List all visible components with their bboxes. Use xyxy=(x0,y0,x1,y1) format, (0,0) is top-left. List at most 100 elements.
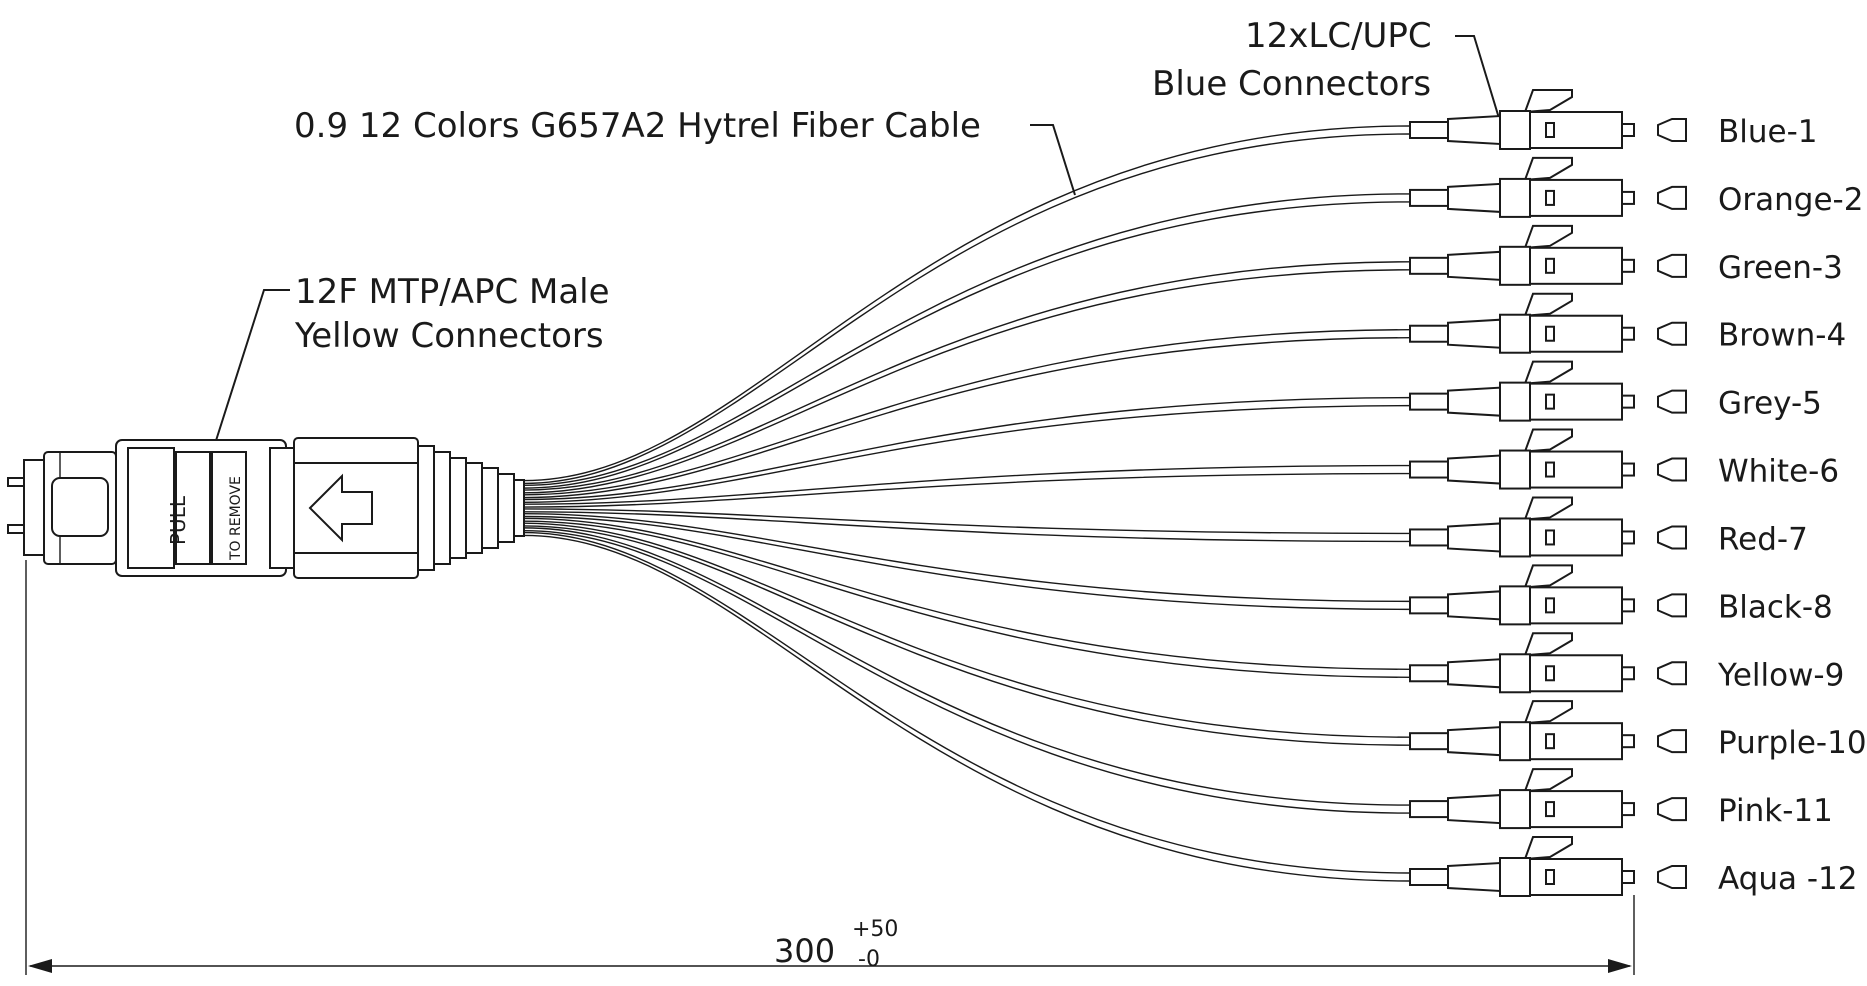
lc-connector-12 xyxy=(1409,836,1687,897)
lc-boot-taper-4 xyxy=(1447,318,1501,349)
lc-housing-7 xyxy=(1529,518,1623,557)
lc-collar-3 xyxy=(1499,245,1531,286)
fiber-cable-3-edge-1 xyxy=(523,261,1411,491)
fiber-cable-5-edge-1 xyxy=(523,396,1411,501)
lc-connector-5 xyxy=(1409,360,1687,422)
lc-boot-taper-11 xyxy=(1447,794,1501,825)
lc-boot-10 xyxy=(1409,732,1449,751)
lc-housing-11 xyxy=(1529,790,1623,829)
lc-boot-taper-1 xyxy=(1447,114,1501,146)
lc-window-5 xyxy=(1545,393,1555,410)
lc-dust-cap-icon-9 xyxy=(1657,661,1687,686)
dimension-tol-plus: +50 xyxy=(852,917,898,942)
lc-dust-cap-icon-6 xyxy=(1657,457,1687,482)
lc-ferrule-5 xyxy=(1621,394,1635,409)
lc-collar-10 xyxy=(1499,721,1531,762)
fiber-label-10: Purple-10 xyxy=(1718,725,1867,761)
lc-dust-cap-icon-7 xyxy=(1657,525,1687,550)
lc-boot-taper-12 xyxy=(1447,861,1501,893)
lc-collar-6 xyxy=(1499,449,1531,490)
lc-housing-3 xyxy=(1529,246,1623,285)
lc-boot-taper-6 xyxy=(1447,454,1501,485)
fiber-cable-10-edge-2 xyxy=(523,525,1411,746)
lc-window-6 xyxy=(1545,461,1555,478)
lc-window-4 xyxy=(1545,325,1555,342)
cable-label-leader xyxy=(1030,124,1076,196)
lc-dust-cap-icon-5 xyxy=(1657,389,1687,414)
lc-latch-7 xyxy=(1523,496,1573,521)
lc-window-9 xyxy=(1545,665,1555,682)
lc-collar-12 xyxy=(1499,857,1531,897)
lc-latch-4 xyxy=(1523,292,1573,317)
lc-dust-cap-icon-8 xyxy=(1657,593,1687,618)
lc-dust-cap-icon-4 xyxy=(1657,321,1687,346)
lc-ferrule-8 xyxy=(1621,598,1635,613)
fiber-cable-11-edge-1 xyxy=(523,527,1411,806)
lc-housing-10 xyxy=(1529,722,1623,761)
lc-connector-11 xyxy=(1409,768,1687,830)
fiber-label-7: Red-7 xyxy=(1718,521,1808,557)
fiber-cable-12-edge-1 xyxy=(523,531,1411,874)
fiber-bundle xyxy=(523,125,1411,882)
lc-boot-2 xyxy=(1409,188,1449,207)
lc-housing-5 xyxy=(1529,382,1623,421)
lc-collar-7 xyxy=(1499,517,1531,558)
lc-connector-7 xyxy=(1409,496,1687,558)
lc-boot-7 xyxy=(1409,528,1449,547)
lc-connector-1 xyxy=(1409,89,1687,150)
lc-latch-12 xyxy=(1523,836,1573,861)
lc-connector-2 xyxy=(1409,156,1687,218)
lc-housing-9 xyxy=(1529,654,1623,693)
fiber-label-4: Brown-4 xyxy=(1718,318,1846,354)
fiber-label-11: Pink-11 xyxy=(1718,793,1833,829)
cable-label: 0.9 12 Colors G657A2 Hytrel Fiber Cable xyxy=(294,106,981,146)
lc-ferrule-7 xyxy=(1621,530,1635,545)
fiber-cable-3-edge-2 xyxy=(523,269,1411,494)
lc-connector-9 xyxy=(1409,632,1687,694)
lc-dust-cap-icon-11 xyxy=(1657,797,1687,822)
fiber-cable-8-edge-1 xyxy=(523,512,1411,603)
fiber-cable-11-edge-2 xyxy=(523,529,1411,814)
lc-boot-9 xyxy=(1409,664,1449,683)
lc-housing-6 xyxy=(1529,450,1623,489)
dimension-value: 300 xyxy=(774,932,835,970)
lc-boot-8 xyxy=(1409,596,1449,615)
lc-boot-1 xyxy=(1409,121,1449,139)
lc-housing-4 xyxy=(1529,314,1623,353)
lc-collar-5 xyxy=(1499,381,1531,422)
fiber-cable-4-edge-2 xyxy=(523,337,1411,499)
fiber-label-1: Blue-1 xyxy=(1718,114,1818,150)
fiber-cable-9-edge-2 xyxy=(523,520,1411,678)
fiber-cable-1-edge-1 xyxy=(523,125,1411,482)
lc-collar-9 xyxy=(1499,653,1531,694)
lc-latch-1 xyxy=(1523,89,1573,114)
lc-collar-11 xyxy=(1499,789,1531,830)
lc-dust-cap-icon-1 xyxy=(1657,118,1687,142)
lc-dust-cap-icon-2 xyxy=(1657,185,1687,210)
lc-boot-taper-8 xyxy=(1447,590,1501,621)
lc-boot-taper-10 xyxy=(1447,726,1501,757)
lc-ferrule-10 xyxy=(1621,734,1635,749)
lc-collar-4 xyxy=(1499,313,1531,354)
fiber-cable-4-edge-1 xyxy=(523,329,1411,496)
lc-latch-2 xyxy=(1523,156,1573,182)
lc-ferrule-12 xyxy=(1621,870,1635,884)
lc-ferrule-4 xyxy=(1621,326,1635,341)
lc-boot-taper-2 xyxy=(1447,182,1501,213)
fiber-label-list: Blue-1Orange-2Green-3Brown-4Grey-5White-… xyxy=(1717,114,1867,897)
lc-housing-12 xyxy=(1529,858,1623,896)
lc-ferrule-1 xyxy=(1621,123,1635,137)
fiber-label-2: Orange-2 xyxy=(1718,182,1863,218)
lc-ferrule-11 xyxy=(1621,802,1635,817)
lc-boot-6 xyxy=(1409,460,1449,479)
lc-boot-taper-9 xyxy=(1447,658,1501,689)
lc-boot-taper-3 xyxy=(1447,250,1501,281)
fiber-label-9: Yellow-9 xyxy=(1717,657,1844,693)
fiber-cable-6-edge-2 xyxy=(523,472,1411,508)
mtp-connector: PULL TO REMOVE xyxy=(7,437,525,579)
fiber-cable-10-edge-1 xyxy=(523,522,1411,738)
fiber-label-3: Green-3 xyxy=(1718,250,1843,286)
fiber-cable-6-edge-1 xyxy=(523,464,1411,505)
latch-text-pull: PULL xyxy=(166,495,190,545)
